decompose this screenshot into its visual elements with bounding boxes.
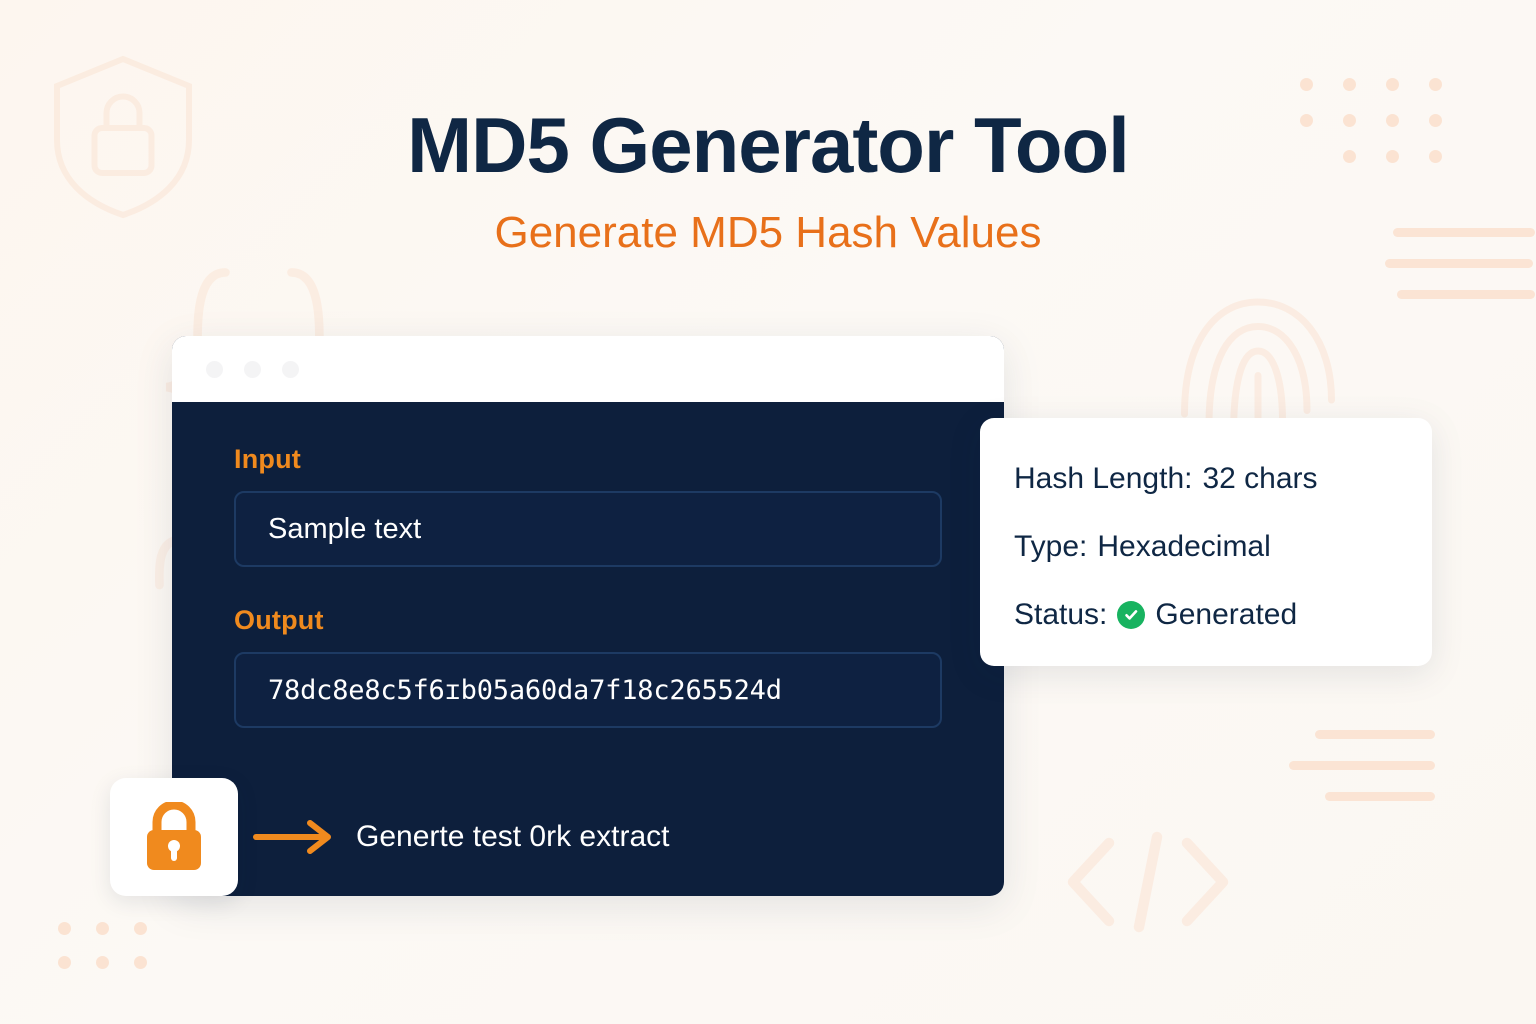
arrow-right-icon <box>252 820 338 854</box>
output-field[interactable]: 78dc8e8c5f6ɪb05a60da7f18c265524d <box>234 652 942 728</box>
info-value: Hexadecimal <box>1097 530 1271 563</box>
annotation-text: Generte test 0rk extract <box>356 820 670 853</box>
annotation-row: Generte test 0rk extract <box>110 778 669 896</box>
page-subtitle: Generate MD5 Hash Values <box>494 207 1042 257</box>
line-group-bottom <box>1285 730 1435 823</box>
info-key: Type: <box>1014 530 1088 563</box>
lock-badge <box>110 778 238 896</box>
page-title: MD5 Generator Tool <box>407 101 1130 189</box>
window-dot-maximize[interactable] <box>282 360 299 378</box>
info-key: Status: <box>1014 598 1108 631</box>
check-circle-icon <box>1117 601 1146 629</box>
info-panel: Hash Length: 32 chars Type: Hexadecimal … <box>980 418 1432 666</box>
code-brackets-icon <box>1058 822 1238 942</box>
header: MD5 Generator Tool Generate MD5 Hash Val… <box>0 0 1536 257</box>
info-row-hash-length: Hash Length: 32 chars <box>1014 462 1432 496</box>
input-label: Input <box>234 444 301 474</box>
info-row-status: Status: Generated <box>1014 598 1432 632</box>
lock-icon <box>141 802 207 872</box>
output-hash-value: 78dc8e8c5f6ɪb05a60da7f18c265524d <box>268 674 782 706</box>
input-value: Sample text <box>268 512 422 545</box>
field-spacer <box>234 567 942 605</box>
info-key: Hash Length: <box>1014 462 1193 495</box>
info-row-type: Type: Hexadecimal <box>1014 530 1432 564</box>
browser-content: Input Sample text Output 78dc8e8c5f6ɪb05… <box>172 402 1004 728</box>
browser-mockup-card: Input Sample text Output 78dc8e8c5f6ɪb05… <box>172 336 1004 896</box>
output-label: Output <box>234 605 324 635</box>
window-dot-minimize[interactable] <box>244 360 261 378</box>
dot-grid-bottom <box>58 922 172 990</box>
info-value: 32 chars <box>1202 462 1318 495</box>
browser-titlebar <box>172 336 1004 402</box>
input-field[interactable]: Sample text <box>234 491 942 567</box>
status-badge-label: Generated <box>1155 598 1298 631</box>
window-dot-close[interactable] <box>206 360 223 378</box>
